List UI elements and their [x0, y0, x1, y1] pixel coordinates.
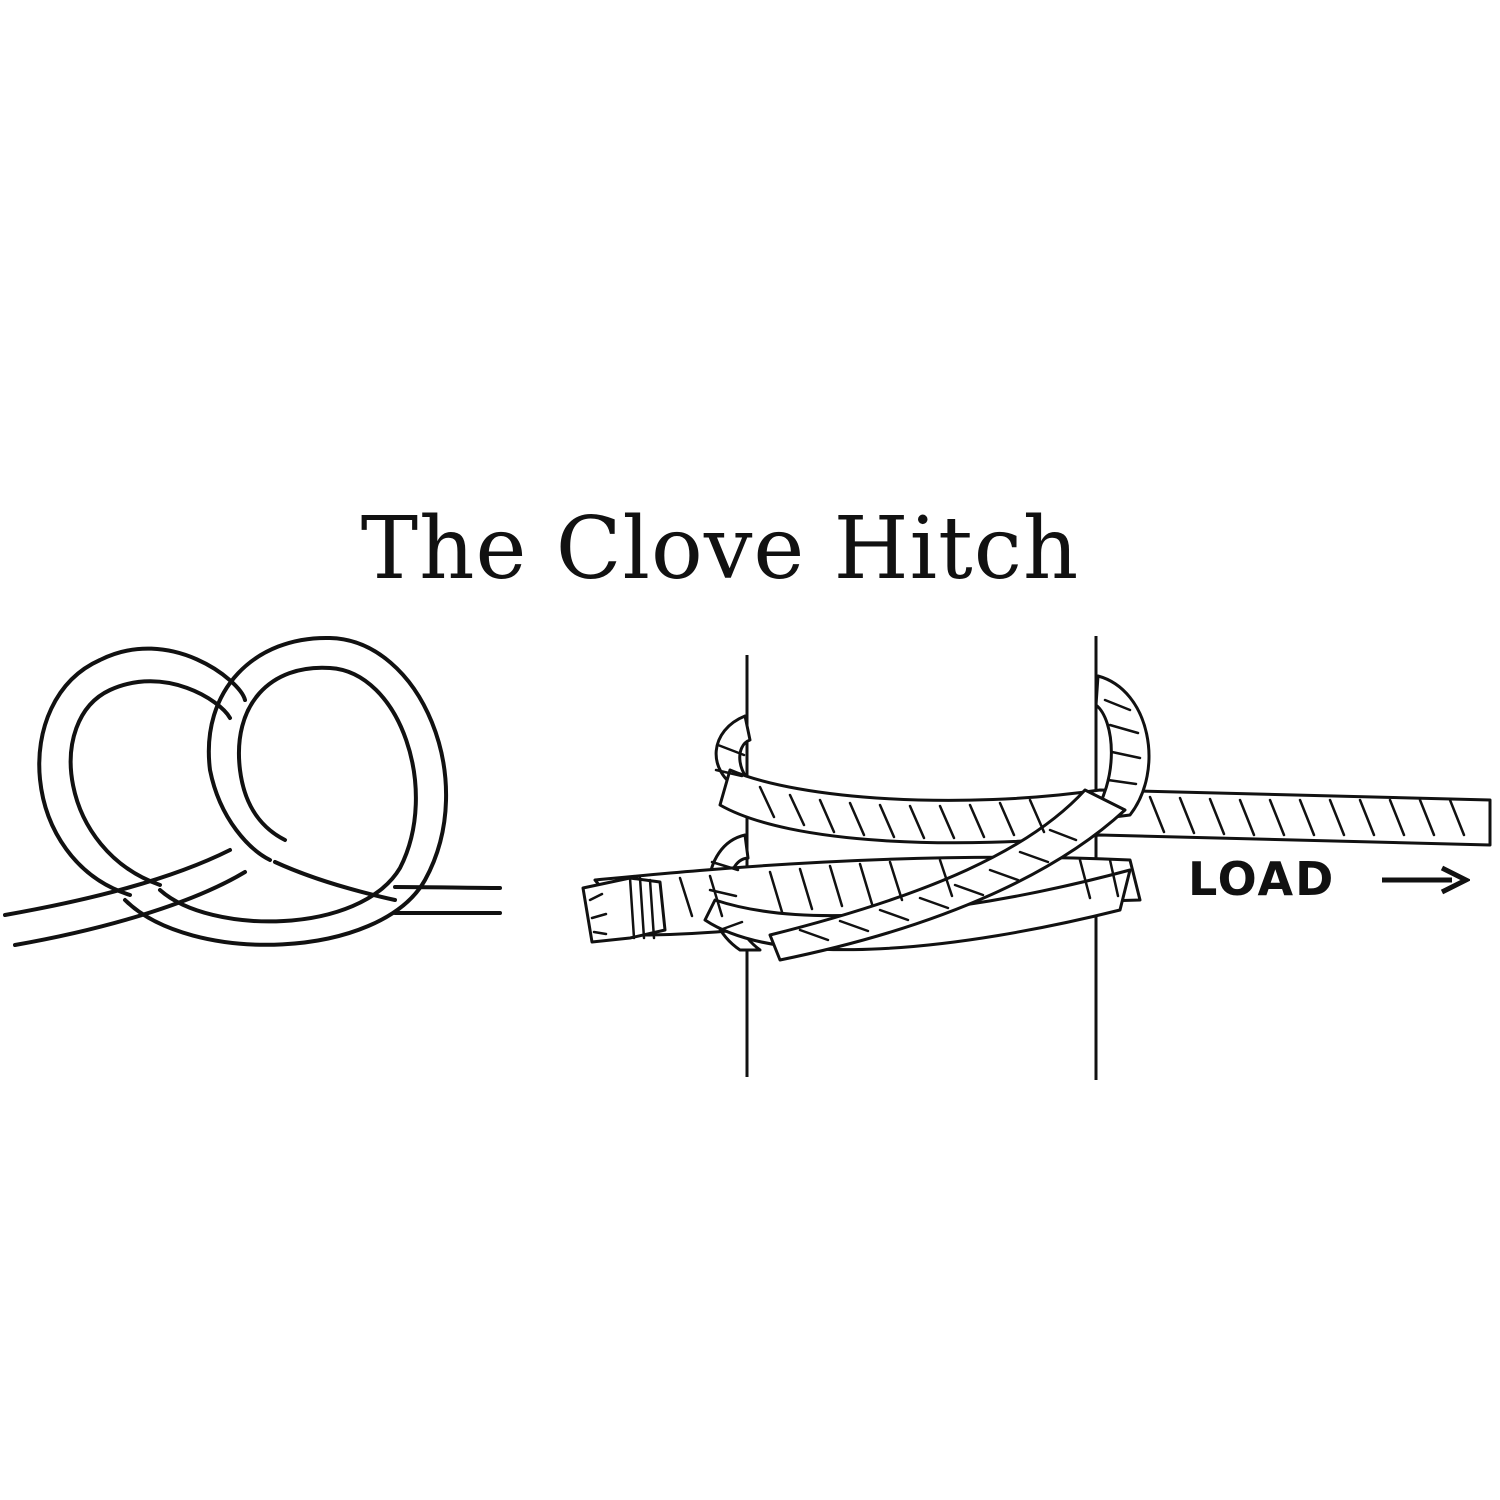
right-arrow-icon [1382, 865, 1470, 895]
page-title: The Clove Hitch [360, 499, 1080, 599]
loop-crossing [273, 860, 397, 902]
diagonal-crossing-strand [768, 788, 1127, 962]
standing-end-lower [13, 870, 247, 947]
standing-end-upper [3, 848, 232, 917]
clove-hitch-loops-diagram [3, 635, 502, 947]
load-label: LOAD [1188, 852, 1336, 906]
right-loop-inner [158, 665, 418, 924]
left-loop-inner [68, 679, 232, 887]
left-loop-outer [37, 646, 247, 897]
right-loop-outer [123, 635, 449, 947]
tail-end-upper [393, 885, 502, 890]
rope-hitch [581, 674, 1492, 962]
rope-twist-hatching [588, 698, 1466, 942]
